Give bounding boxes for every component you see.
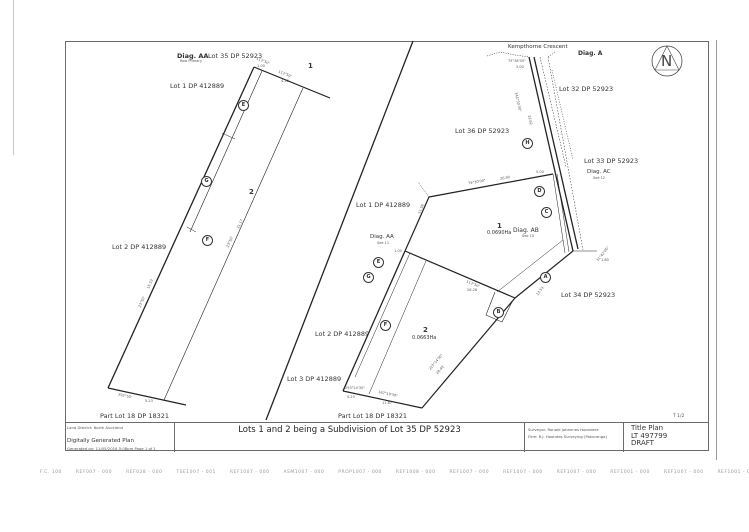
adjoining-lot-label: Part Lot 18 DP 18321 (338, 412, 408, 420)
right-main-diagram (342, 51, 597, 409)
new-lot-1-area: 0.0690Ha (487, 230, 512, 236)
easement-marker-g: G (201, 176, 212, 187)
distance-label: 5.23 (145, 399, 153, 403)
survey-firm: Firm: R.J. Hoondes Surveying (Pakuranga) (528, 434, 607, 439)
distance-label: 4.12 (281, 79, 289, 83)
footer-code: TSE1007 - 001 (176, 470, 216, 475)
adjoining-lot-label: Lot 2 DP 412889 (315, 330, 370, 338)
footer-code: REF1007 - 000 (229, 470, 270, 475)
title-block: Land District: North Auckland Digitally … (65, 422, 709, 452)
plan-title: Lots 1 and 2 being a Subdivision of Lot … (238, 425, 461, 435)
distance-label: 26.26 (467, 288, 478, 292)
footer-code: REF028 - 000 (126, 470, 163, 475)
adjoining-lot-label: Lot 35 DP 52923 (208, 52, 263, 60)
diag-aa-label: Diag. AA (177, 52, 209, 60)
title-block-plan-cell: Title Plan LT 497799 DRAFT (624, 423, 709, 452)
surveyor-name: Surveyor: Ronald Johannes Hoondere (528, 427, 599, 432)
distance-label: 5.00 (536, 170, 544, 174)
title-block-title-cell: Lots 1 and 2 being a Subdivision of Lot … (175, 423, 525, 452)
adjoining-lot-label: Lot 36 DP 52923 (455, 127, 510, 135)
distance-label: 5.23 (347, 395, 355, 399)
easement-marker-f: F (202, 235, 213, 246)
easement-marker-d: D (534, 186, 545, 197)
title-block-surveyor-cell: Surveyor: Ronald Johannes Hoondere Firm:… (525, 423, 624, 452)
footer-code: PROP1007 - 000 (338, 470, 382, 475)
footer-code: ASM1007 - 000 (283, 470, 325, 475)
new-lot-1-number: 1 (497, 222, 502, 230)
adjoining-lot-label: Lot 1 DP 412889 (170, 82, 225, 90)
footer-code: REF1007 - 000 (556, 470, 597, 475)
adjoining-lot-label: Lot 1 DP 412889 (356, 201, 411, 209)
adjoining-lot-label: Lot 3 DP 412889 (287, 375, 342, 383)
new-lot-2-area: 0.0663Ha (412, 335, 437, 341)
footer-code: REF1008 - 000 (395, 470, 436, 475)
plan-number: LT 497799 (631, 431, 668, 440)
footer-code: REF1007 - 000 (663, 470, 704, 475)
distance-label: 3.00 (516, 65, 524, 69)
generated-timestamp: Generated on: 11/05/2016 5:08pm Page 1 o… (67, 446, 156, 451)
easement-marker-b: B (493, 307, 504, 318)
scan-edge-line (716, 40, 717, 460)
easement-marker-a: A (540, 272, 551, 283)
scan-edge-line (13, 0, 14, 155)
easement-marker-e: E (238, 100, 249, 111)
easement-marker-g: G (363, 272, 374, 283)
lot-number: 1 (308, 62, 313, 70)
distance-label: 1.80 (601, 258, 609, 262)
sheet-reference: T 1/2 (673, 414, 685, 419)
easement-marker-f: F (380, 320, 391, 331)
plan-type: Digitally Generated Plan (67, 438, 134, 444)
land-district: Land District: North Auckland (67, 425, 123, 430)
new-lot-2-number: 2 (423, 326, 428, 334)
diag-aa-label: Diag. AA (370, 234, 394, 240)
easement-marker-c: C (541, 207, 552, 218)
easement-marker-e: E (373, 257, 384, 268)
diag-ab-label: Diag. AB (513, 227, 539, 234)
north-letter: N (661, 52, 673, 70)
adjoining-lot-label: Lot 32 DP 52923 (559, 85, 614, 93)
adjoining-lot-label: Lot 34 DP 52923 (561, 291, 616, 299)
footer-code: REF1001 - 000 (717, 470, 749, 475)
distance-label: 1.00 (394, 249, 402, 253)
easement-marker-h: H (522, 138, 533, 149)
footer-code: REF1001 - 000 (610, 470, 650, 475)
bearing-label: 293°24'30" (345, 386, 365, 390)
diag-ac-sublabel: See 12 (593, 176, 606, 180)
diag-ac-label: Diag. AC (587, 169, 611, 175)
north-arrow-icon (651, 45, 683, 77)
adjoining-lot-label: Lot 2 DP 412889 (112, 243, 167, 251)
title-block-district-cell: Land District: North Auckland Digitally … (65, 423, 175, 452)
left-detail-diagram (107, 66, 331, 406)
diag-aa-sublabel: See 11 (377, 241, 390, 245)
distance-label: 1.00 (257, 64, 265, 68)
plan-label-group: Title Plan LT 497799 DRAFT (631, 424, 668, 448)
adjoining-lot-label: Lot 33 DP 52923 (584, 157, 639, 165)
lot-number: 2 (249, 188, 254, 196)
distance-label: 11.87 (382, 401, 393, 405)
diag-aa-sublabel: Row Primary (180, 59, 202, 63)
diag-a-label: Diag. A (578, 50, 603, 57)
road-name: Kempthorne Crescent (508, 44, 568, 50)
footer-code: REF007 - 000 (75, 470, 113, 475)
footer-code: REF1007 - 000 (503, 470, 543, 475)
adjoining-lot-label: Part Lot 18 DP 18321 (100, 412, 170, 420)
bearing-label: 75°38'00" (508, 59, 526, 63)
diag-ab-sublabel: See 10 (522, 234, 535, 238)
footer-code: REF1007 - 000 (449, 470, 490, 475)
plan-status: DRAFT (631, 439, 654, 447)
panel-divider-line (265, 40, 414, 421)
footer-code: F.C. 100 (40, 470, 62, 475)
footer-code-strip: F.C. 100 REF007 - 000 REF028 - 000 TSE10… (40, 470, 749, 480)
plan-label: Title Plan (631, 424, 664, 432)
